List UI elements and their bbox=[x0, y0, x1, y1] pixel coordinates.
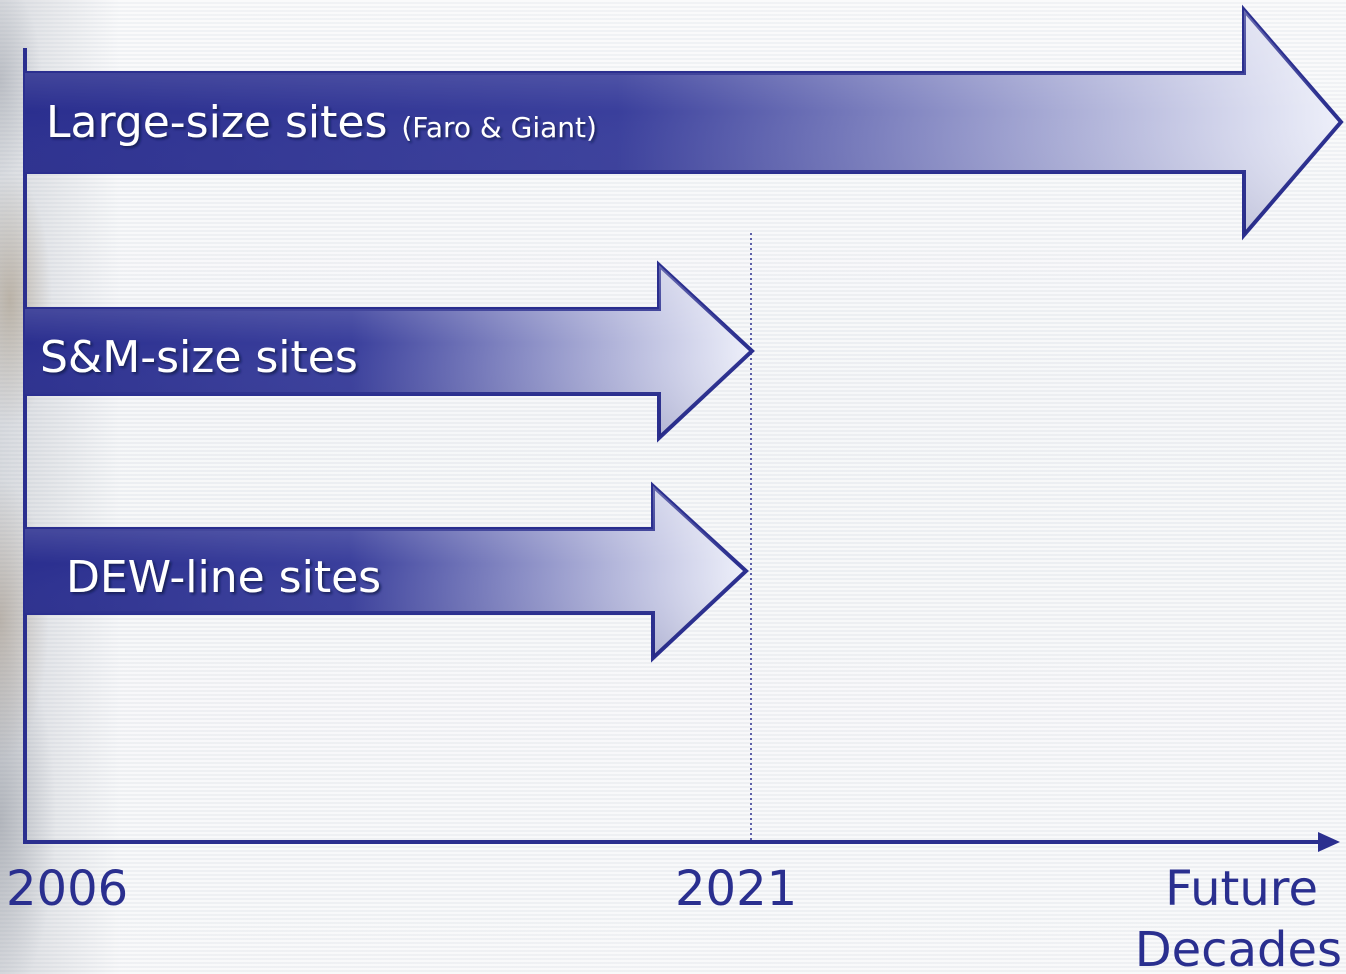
timeline-mid-label: 2021 bbox=[675, 861, 797, 917]
arrow-dew-line-sites-label: DEW-line sites bbox=[66, 552, 381, 603]
arrow-dew-line-sites: DEW-line sites bbox=[23, 481, 749, 663]
arrow-large-size-sites-label: Large-size sites (Faro & Giant) bbox=[46, 97, 597, 148]
arrow-sm-size-sites: S&M-size sites bbox=[23, 260, 755, 443]
timeline-start-label: 2006 bbox=[6, 861, 128, 917]
timeline-end-label-line1: Future bbox=[1165, 861, 1318, 917]
arrow-sm-size-sites-label: S&M-size sites bbox=[40, 332, 358, 383]
arrow-large-size-sites: Large-size sites (Faro & Giant) bbox=[23, 4, 1344, 241]
arrow-large-size-sites-sublabel: (Faro & Giant) bbox=[401, 111, 597, 144]
horizontal-axis-arrowhead bbox=[1318, 832, 1340, 852]
timeline-end-label-line2: Decades bbox=[1135, 922, 1342, 974]
